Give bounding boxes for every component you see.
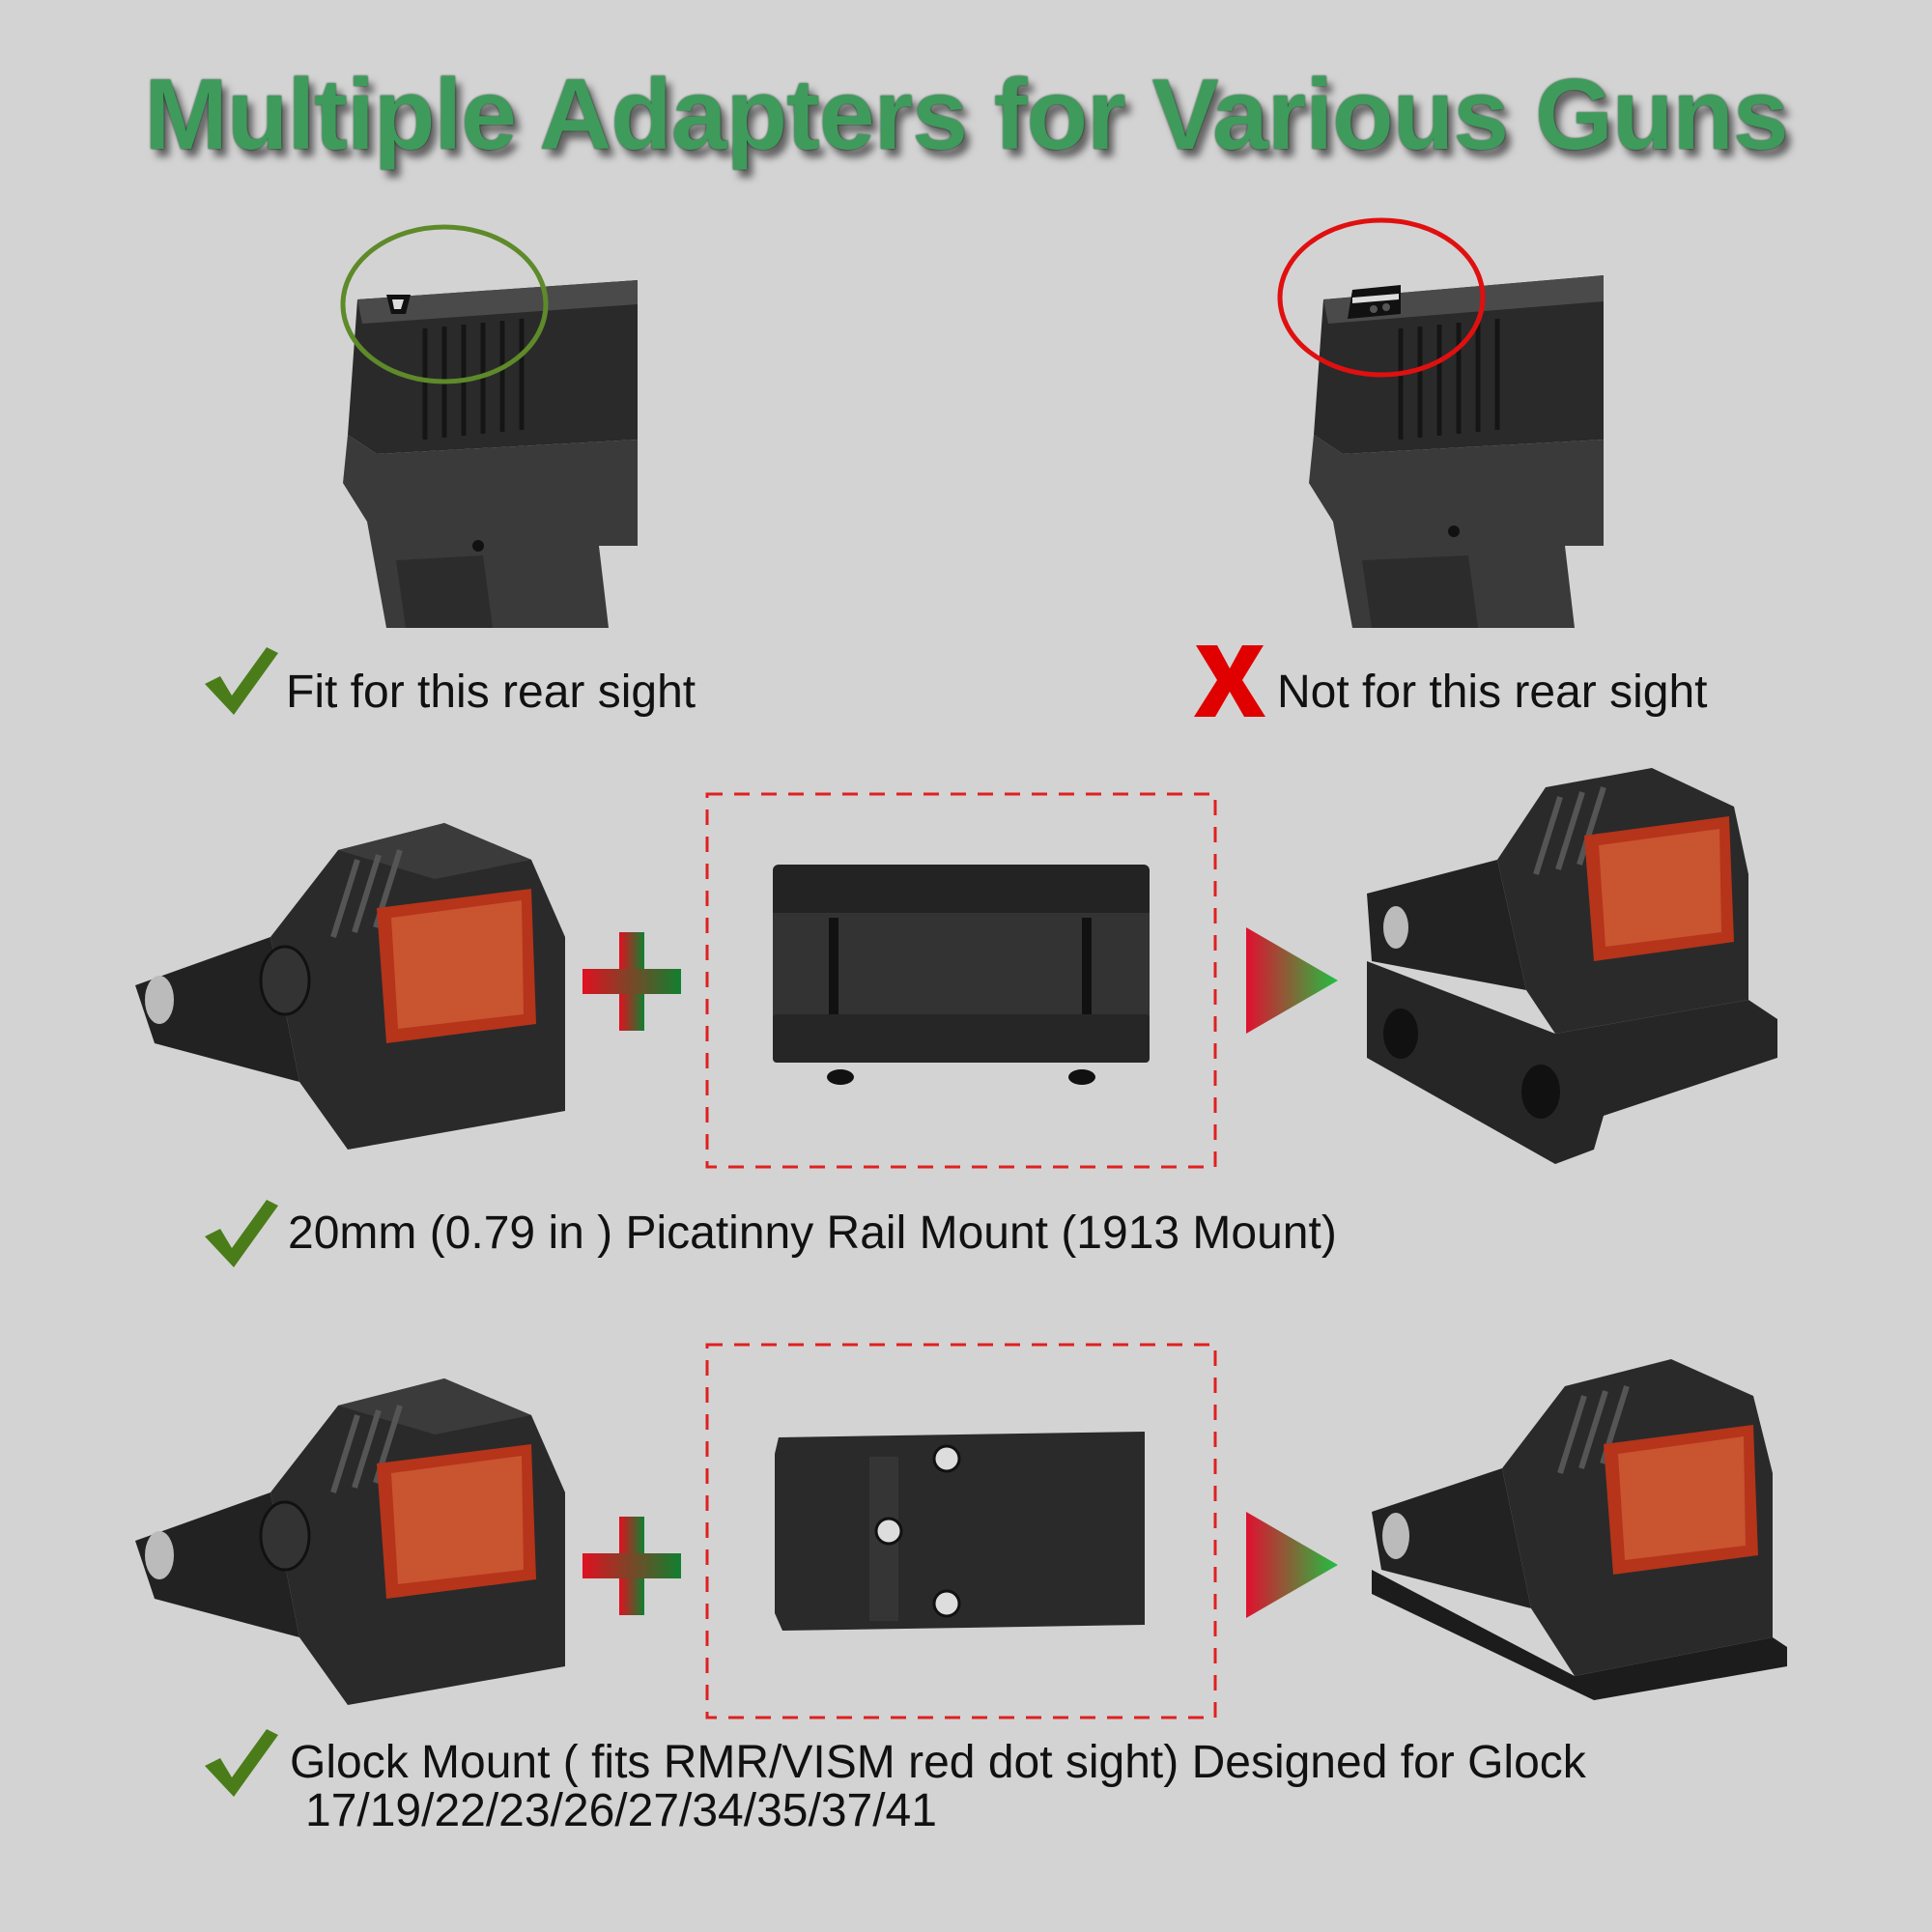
notfit-rear-sight-label: Not for this rear sight: [1277, 667, 1708, 718]
plus-icon: [582, 1517, 681, 1615]
checkmark-icon: [205, 1200, 278, 1267]
pistol-notfit-image: [1277, 217, 1604, 628]
plus-icon: [582, 932, 681, 1031]
red-dot-on-glock-mount-image: [1372, 1359, 1787, 1700]
red-dot-sight-image: [135, 1378, 565, 1705]
glock-mount-label-line1: Glock Mount ( fits RMR/VISM red dot sigh…: [290, 1737, 1586, 1788]
glock-mount-label-line2: 17/19/22/23/26/27/34/35/37/41: [305, 1785, 937, 1836]
checkmark-icon: [205, 647, 278, 715]
red-dot-on-picatinny-image: [1367, 768, 1777, 1164]
red-dot-sight-image: [135, 823, 565, 1150]
picatinny-adapter-frame: [705, 792, 1217, 1169]
fit-highlight-circle: [340, 224, 549, 384]
fit-rear-sight-label: Fit for this rear sight: [286, 667, 696, 718]
picatinny-mount-label: 20mm (0.79 in ) Picatinny Rail Mount (19…: [288, 1208, 1337, 1259]
arrow-right-icon: [1246, 927, 1338, 1034]
pistol-fit-image: [340, 224, 638, 628]
checkmark-icon: [205, 1729, 278, 1797]
page-title: Multiple Adapters for Various Guns: [144, 59, 1789, 171]
notfit-highlight-circle: [1277, 217, 1486, 378]
arrow-right-icon: [1246, 1512, 1338, 1618]
glock-adapter-frame: [705, 1343, 1217, 1719]
x-cross-icon: [1194, 645, 1265, 717]
